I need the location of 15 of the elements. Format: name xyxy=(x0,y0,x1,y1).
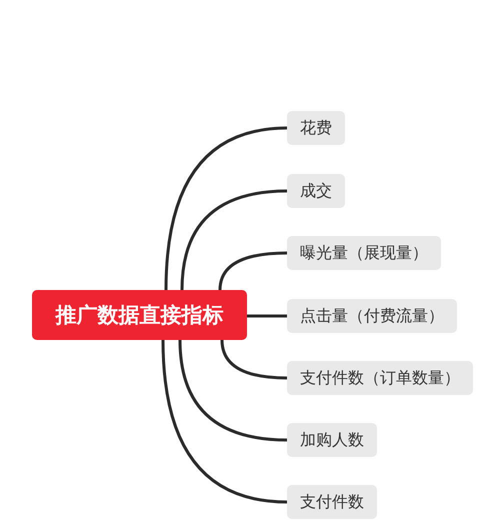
connector-line xyxy=(180,190,288,290)
subtopic: 支付件数 xyxy=(287,485,377,519)
connector-line xyxy=(247,314,287,318)
subtopic: 成交 xyxy=(287,174,345,208)
central-topic: 推广数据直接指标 xyxy=(32,290,247,340)
subtopic: 曝光量（展现量） xyxy=(287,236,441,270)
subtopic: 加购人数 xyxy=(287,423,377,457)
connector-line xyxy=(162,340,288,504)
subtopic: 点击量（付费流量） xyxy=(287,299,457,333)
connector-line xyxy=(218,252,288,290)
subtopic: 支付件数（订单数量） xyxy=(287,361,473,395)
connector-line xyxy=(220,340,288,380)
subtopic: 花费 xyxy=(287,111,345,145)
connector-line xyxy=(164,126,288,290)
connector-line xyxy=(178,340,288,442)
